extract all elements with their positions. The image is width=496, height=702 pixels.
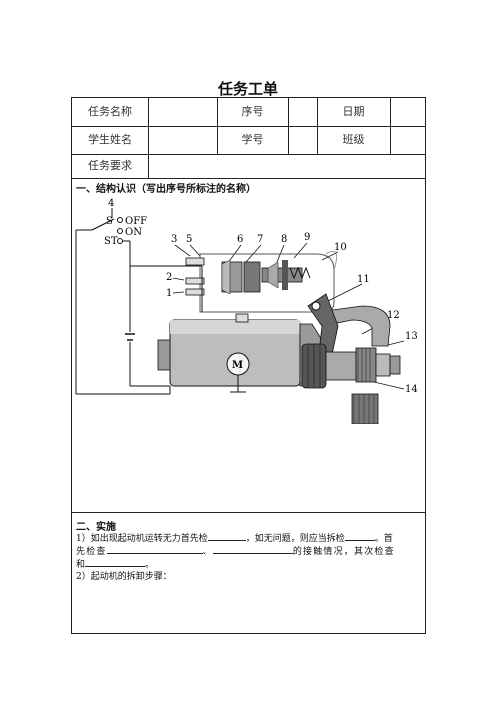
seq-label: 序号 [241, 105, 264, 118]
page-title: 任务工单 [217, 80, 278, 98]
col-divider [288, 98, 289, 154]
callout-2: 2 [166, 272, 172, 283]
row-divider [72, 154, 425, 155]
callout-5: 5 [186, 234, 192, 245]
task-requirement-label: 任务要求 [88, 159, 132, 172]
callout-1: 1 [166, 288, 172, 299]
student-id-label: 学号 [241, 133, 264, 146]
row-divider [72, 126, 425, 127]
callout-13: 13 [405, 331, 418, 342]
col-divider [390, 98, 391, 154]
task-name-label: 任务名称 [88, 105, 132, 118]
line3-text-a: 和 [76, 560, 86, 570]
callout-11: 11 [357, 274, 370, 285]
callout-3: 3 [171, 234, 177, 245]
student-name-label: 学生姓名 [88, 133, 132, 146]
fill-blank[interactable] [106, 544, 203, 554]
col-divider [148, 98, 149, 178]
implementation-line-2: 先检查 、 的接触情况，其次检查 [76, 544, 422, 559]
fill-blank[interactable] [207, 531, 246, 541]
work-order-table: 任务名称 序号 日期 学生姓名 学号 班级 任务要求 一、结构认识（写出序号所标… [71, 97, 426, 634]
callout-4: 4 [108, 198, 114, 209]
fill-blank[interactable] [344, 531, 375, 541]
section1-heading: 一、结构认识（写出序号所标注的名称） [76, 184, 256, 195]
fill-blank[interactable] [85, 557, 146, 567]
motor-m-label: M [232, 360, 243, 371]
callout-12: 12 [387, 310, 400, 321]
callout-10: 10 [334, 242, 347, 253]
section-divider [72, 512, 425, 513]
line3-text-b: 。 [145, 560, 155, 570]
callout-8: 8 [281, 234, 287, 245]
line1-text-c: 。首 [374, 534, 393, 544]
line1-text-a: 1）如出现起动机运转无力首先检 [76, 534, 208, 544]
callout-7: 7 [257, 234, 263, 245]
line2-text-c: 的接触情况，其次检查 [292, 547, 395, 557]
starter-motor-diagram: 4 S OFF ON ST 3 5 6 7 8 9 10 11 12 13 14 [75, 198, 418, 424]
line2-text-b: 、 [202, 547, 213, 557]
row-divider [72, 178, 425, 179]
date-label: 日期 [342, 105, 365, 118]
implementation-line-1: 1）如出现起动机运转无力首先检 ，如无问题，则应当拆检 。首 [76, 531, 422, 546]
col-divider [317, 98, 318, 154]
callout-6: 6 [237, 234, 243, 245]
callout-9: 9 [304, 232, 310, 243]
class-label: 班级 [342, 133, 365, 146]
callout-14: 14 [405, 384, 418, 395]
fill-blank[interactable] [212, 544, 293, 554]
implementation-line-4: 2）起动机的拆卸步骤： [76, 572, 172, 582]
implementation-line-3: 和。 [76, 557, 422, 572]
section2-heading: 二、实施 [76, 522, 116, 533]
line2-text-a: 先检查 [76, 547, 107, 557]
line1-text-b: ，如无问题，则应当拆检 [245, 534, 345, 544]
switch-off-label: OFF [125, 216, 147, 227]
switch-on-label: ON [125, 227, 142, 238]
switch-st-label: ST [104, 236, 118, 247]
col-divider [217, 98, 218, 154]
